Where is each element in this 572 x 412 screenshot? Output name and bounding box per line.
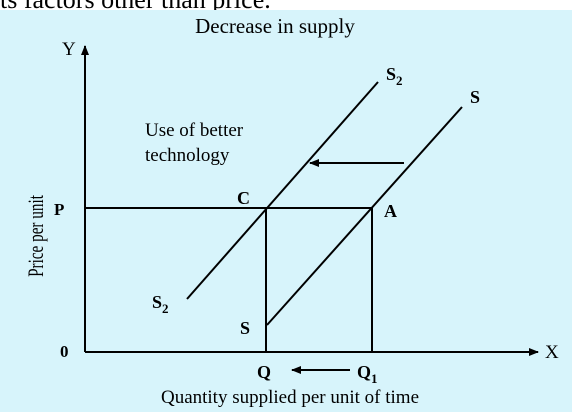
y-axis-letter: Y (62, 39, 76, 60)
origin-label: 0 (60, 342, 69, 361)
x-axis-letter: X (545, 342, 559, 363)
diagram-panel (0, 10, 572, 412)
point-a-label: A (384, 201, 397, 221)
point-c-label: C (237, 188, 250, 208)
supply-curve-s (266, 106, 463, 326)
supply-curve-s2 (186, 81, 379, 300)
price-label: P (54, 200, 64, 219)
annotation-line1: Use of better (145, 120, 244, 141)
curve-s2-bottom-label: S2 (152, 292, 169, 316)
annotation-line2: technology (145, 145, 230, 166)
quantity1-label: Q1 (357, 362, 378, 386)
curve-s2-top-label: S2 (386, 64, 403, 88)
curve-s-top-label: S (470, 87, 480, 107)
x-axis-label: Quantity supplied per unit of time (161, 387, 419, 408)
diagram-title: Decrease in supply (195, 14, 355, 38)
header-strip (0, 0, 572, 10)
quantity-label: Q (257, 362, 271, 382)
curve-s-bottom-label: S (240, 318, 250, 338)
y-axis-label: Price per unit (24, 194, 48, 276)
